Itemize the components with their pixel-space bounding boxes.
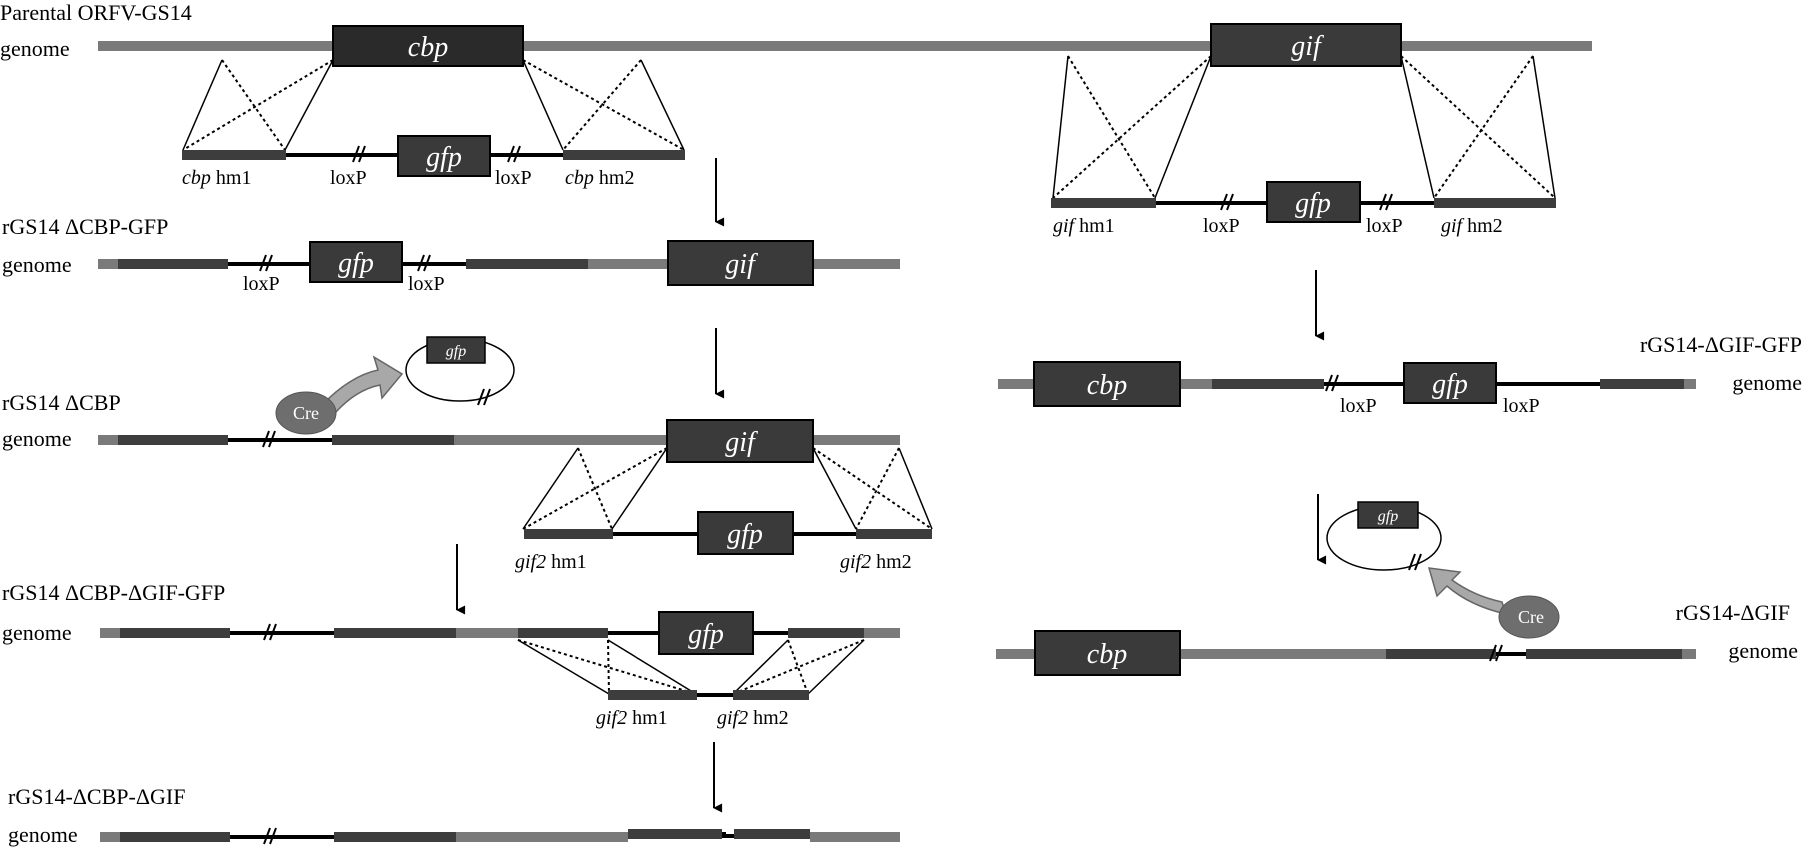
cbp-hm1-arm	[182, 150, 286, 160]
dcbp-gif-label: gif	[725, 427, 758, 458]
dcbp-gfp-genome-label: genome	[2, 252, 72, 277]
excised-gfp-label: gfp	[446, 343, 466, 360]
cre-arrow-icon	[1427, 567, 1508, 616]
parental-cbp-gene: cbp	[332, 25, 524, 67]
dcbp-dgif-genome-label: genome	[8, 822, 78, 847]
excised-gfp-plasmid: gfp	[405, 336, 515, 406]
gif-hm2-arm	[1434, 198, 1556, 208]
loxp-label-1: loxP	[330, 167, 367, 189]
gif2-construct-gfp-label: gfp	[727, 519, 763, 550]
cre-recombinase-icon	[275, 391, 337, 435]
loxp-label-5: loxP	[243, 273, 280, 295]
dgif-gfp-cbp-label: cbp	[1087, 370, 1127, 401]
loxp-label-8: loxP	[1503, 395, 1540, 417]
step-arrows	[456, 158, 1327, 813]
gif-hm1-arm	[1051, 198, 1156, 208]
cre-label-1: Cre	[293, 403, 319, 423]
cre-recombinase-icon	[1498, 595, 1560, 639]
excised-gfp-label-right: gfp	[1378, 508, 1398, 525]
dcbp-label: rGS14 ΔCBP	[2, 390, 121, 415]
cre-arrow-icon	[320, 355, 404, 413]
loxp-site-icon	[262, 430, 276, 448]
cbp-hm2-label: cbp hm2	[565, 167, 634, 189]
dgif-genome-row: rGS14-ΔGIF genome cbp gfp Cre	[996, 501, 1798, 676]
gif-hm2-label: gif hm2	[1441, 215, 1503, 237]
cbp-construct-gfp-label: gfp	[426, 142, 462, 173]
loxp-site-icon	[352, 145, 521, 163]
dcbp-dgif-gfp-gfp-label: gfp	[688, 619, 724, 650]
gif2-crossover-lines	[522, 447, 933, 530]
loxp-site-icon	[1220, 193, 1393, 211]
gif-crossover-lines	[1052, 55, 1556, 199]
cbp-crossover-lines	[182, 59, 685, 151]
parental-gif-gene: gif	[1210, 23, 1402, 67]
parental-genome-label: genome	[0, 36, 70, 61]
gif-construct-gfp-label: gfp	[1295, 188, 1331, 219]
gif2-hm2-label-2: gif2 hm2	[717, 707, 789, 729]
loxp-label-4: loxP	[1366, 215, 1403, 237]
dgif-cbp-label: cbp	[1087, 639, 1127, 670]
dcbp-dgif-gfp-label: rGS14 ΔCBP-ΔGIF-GFP	[2, 580, 225, 605]
dcbp-gfp-gfp-label: gfp	[338, 248, 374, 279]
dcbp-dgif-genome-row: rGS14-ΔCBP-ΔGIF genome	[8, 784, 900, 847]
dcbp-genome-row: rGS14 ΔCBP genome gif gfp Cre	[2, 336, 900, 463]
loxp-label-6: loxP	[408, 273, 445, 295]
gif2-hm1-label-2: gif2 hm1	[596, 707, 668, 729]
dgif-gfp-genome-row: rGS14-ΔGIF-GFP genome cbp gfp loxP loxP	[998, 332, 1802, 417]
parental-genome-line	[98, 41, 1592, 51]
dcbp-genome-label: genome	[2, 426, 72, 451]
loxp-label-2: loxP	[495, 167, 532, 189]
dgif-gfp-genome-label: genome	[1732, 370, 1802, 395]
gif2-hm2-label: gif2 hm2	[840, 551, 912, 573]
parental-label: Parental ORFV-GS14	[0, 0, 192, 25]
dcbp-dgif-gfp-genome-row: rGS14 ΔCBP-ΔGIF-GFP genome gfp	[2, 580, 900, 655]
dcbp-gfp-gif-label: gif	[725, 249, 758, 280]
cre-label-2: Cre	[1518, 607, 1544, 627]
dgif-gfp-gfp-label: gfp	[1432, 369, 1468, 400]
dcbp-gfp-label: rGS14 ΔCBP-GFP	[2, 214, 168, 239]
loxp-label-3: loxP	[1203, 215, 1240, 237]
dgif-genome-label: genome	[1728, 638, 1798, 663]
cbp-targeting-construct: gfp cbp hm1 loxP loxP cbp hm2	[182, 135, 685, 189]
parental-genome-row: Parental ORFV-GS14 genome cbp gif	[0, 0, 1592, 67]
parental-cbp-label: cbp	[408, 32, 448, 63]
dcbp-gfp-genome-row: rGS14 ΔCBP-GFP genome gfp gif loxP loxP	[2, 214, 900, 295]
loxp-site-icon	[263, 623, 277, 641]
loxp-site-icon	[1489, 644, 1503, 662]
dcbp-dgif-label: rGS14-ΔCBP-ΔGIF	[8, 784, 185, 809]
gif2-deletion-construct: gif2 hm1 gif2 hm2	[596, 690, 809, 729]
gif-hm1-label: gif hm1	[1053, 215, 1115, 237]
cbp-hm1-label: cbp hm1	[182, 167, 251, 189]
parental-gif-label: gif	[1291, 31, 1324, 62]
loxp-label-7: loxP	[1340, 395, 1377, 417]
gif2-targeting-construct: gfp gif2 hm1 gif2 hm2	[515, 511, 932, 573]
gif2-hm1-label: gif2 hm1	[515, 551, 587, 573]
excised-gfp-plasmid-right: gfp	[1326, 501, 1442, 571]
loxp-site-icon	[259, 254, 431, 272]
cbp-hm2-arm	[563, 150, 685, 160]
dcbp-dgif-gfp-genome-label: genome	[2, 620, 72, 645]
dgif-gfp-label: rGS14-ΔGIF-GFP	[1640, 332, 1802, 357]
gif-targeting-construct: gfp gif hm1 loxP loxP gif hm2	[1051, 181, 1556, 237]
gif2-lower-crossover-lines	[517, 639, 865, 695]
loxp-site-icon	[263, 827, 277, 845]
dgif-label: rGS14-ΔGIF	[1676, 600, 1790, 625]
